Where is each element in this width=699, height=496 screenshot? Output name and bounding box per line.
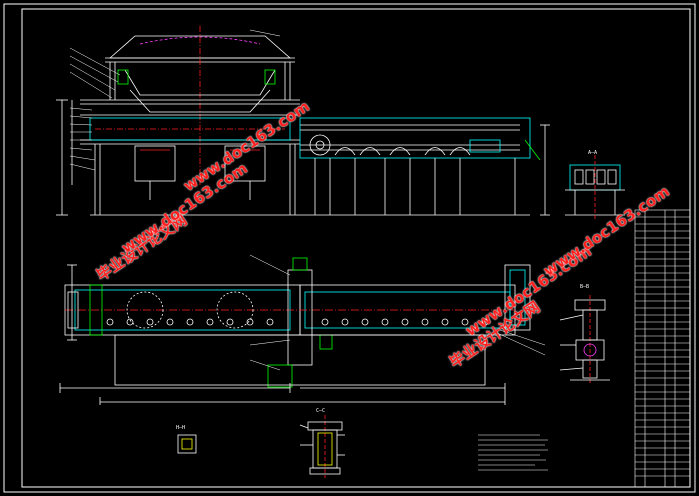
section-b-b [559,295,610,385]
plan-view [59,257,531,405]
section-h-h [177,434,197,454]
section-label-h-h: H—H [176,425,186,431]
section-label-c-c: C—C [316,408,326,414]
section-c-c [299,415,345,478]
plan-leaders [249,254,546,371]
hopper-section [56,26,300,216]
technical-notes [478,434,548,471]
section-a-a [565,155,625,220]
conveyor-elevation [299,117,550,216]
outer-frame [3,3,696,493]
hopper-leaders [69,29,281,171]
parts-list-table [634,209,691,488]
section-label-b-b: B—B [580,284,590,290]
section-label-a-a: A—A [588,150,598,156]
